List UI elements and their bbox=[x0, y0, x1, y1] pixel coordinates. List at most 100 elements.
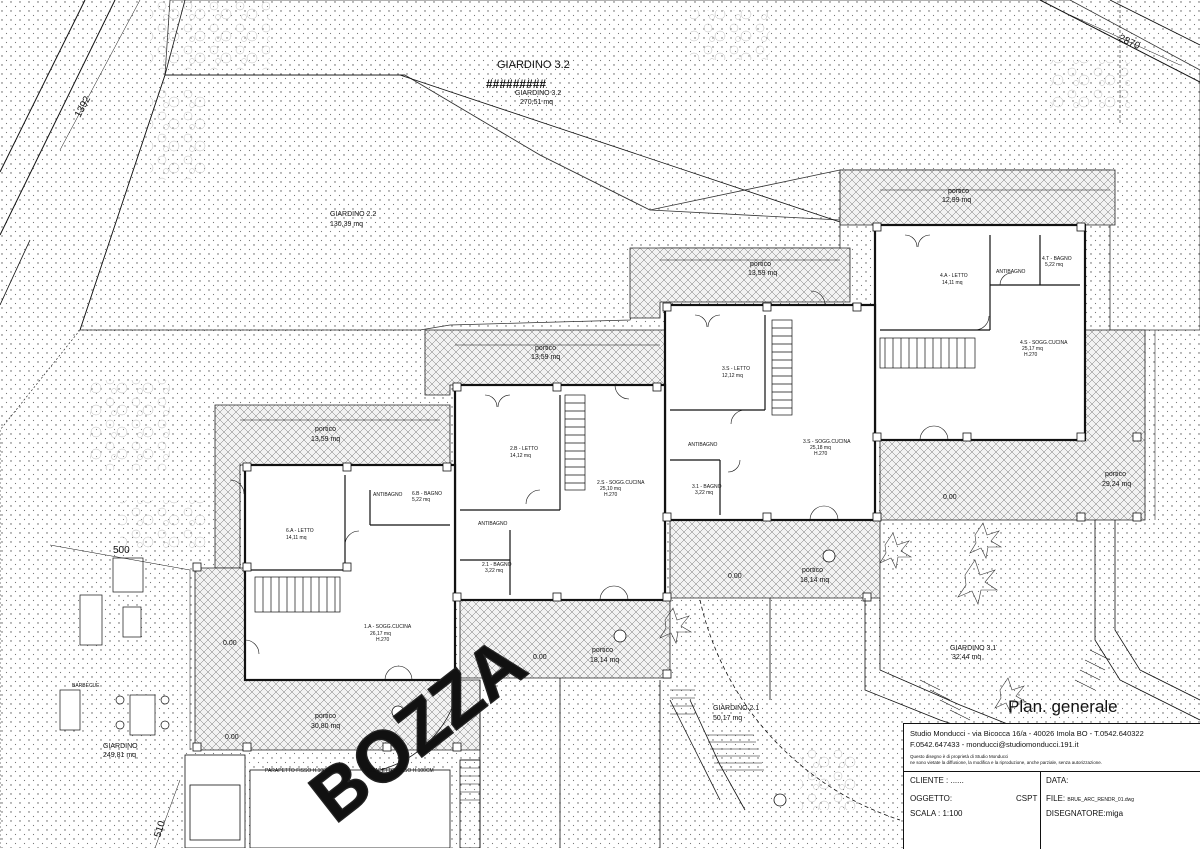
room-bagno-d: 4.T - BAGNO bbox=[1042, 256, 1072, 262]
room-soggiorno-b: 2.S - SOGG.CUCINA bbox=[597, 480, 645, 486]
dimension-510: 510 bbox=[152, 819, 168, 839]
height-d: H.270 bbox=[1024, 352, 1038, 358]
plan-title: Plan. generale bbox=[1008, 697, 1118, 716]
room-bagno-c: 3.1 - BAGNO bbox=[692, 484, 722, 490]
portico-2-area: 13,59 mq bbox=[748, 270, 777, 277]
room-soggiorno-a: 1.A - SOGG.CUCINA bbox=[364, 624, 412, 630]
title-grid: CLIENTE : ...... OGGETTO: CSPT SCALA : 1… bbox=[903, 771, 1200, 849]
copyright-note-2: ne sono vietate la diffusione, la modifi… bbox=[910, 760, 1103, 765]
ramp-steps bbox=[460, 649, 1111, 801]
garden-3-2-area: 270,51 mq bbox=[520, 99, 553, 106]
patio-furniture bbox=[59, 557, 170, 736]
interior-partitions bbox=[250, 235, 1080, 595]
designer-label: DISEGNATORE: bbox=[1046, 809, 1106, 818]
antibagno-b: ANTIBAGNO bbox=[478, 521, 508, 527]
title-grid-left: CLIENTE : ...... OGGETTO: CSPT SCALA : 1… bbox=[904, 772, 1041, 849]
bottom-structures bbox=[184, 754, 481, 848]
portico-6-area: 18,14 mq bbox=[800, 577, 829, 584]
title-block: Plan. generale Studio Monducci - via Bic… bbox=[903, 697, 1200, 849]
room-letto-b: 2.B - LETTO bbox=[510, 446, 538, 452]
building-walls bbox=[243, 223, 1087, 682]
portico-1-name: portico bbox=[948, 188, 969, 195]
garden-3-1-area: 32,44 mq bbox=[952, 654, 981, 661]
garden-2-1-area: 50,17 mq bbox=[713, 715, 742, 722]
garden-area: 249,81 mq bbox=[103, 752, 136, 759]
subject-value: CSPT bbox=[1016, 794, 1038, 803]
section-markers bbox=[391, 549, 836, 807]
garden-2-1-name: GIARDINO 2.1 bbox=[713, 705, 759, 712]
client-label: CLIENTE : bbox=[910, 776, 949, 785]
portico-8-area: 30,80 mq bbox=[311, 723, 340, 730]
file-label: FILE: bbox=[1046, 794, 1066, 803]
room-letto-b-area: 14,12 mq bbox=[510, 453, 531, 459]
door-swings bbox=[229, 234, 1013, 681]
portico-4-area: 13,59 mq bbox=[311, 436, 340, 443]
level-1: 0.00 bbox=[943, 494, 957, 501]
room-letto-d-area: 14,11 mq bbox=[942, 280, 963, 286]
level-3: 0.00 bbox=[533, 654, 547, 661]
room-letto-a-area: 14,11 mq bbox=[286, 535, 307, 541]
portico-5-name: portico bbox=[1105, 471, 1126, 478]
room-bagno-c-area: 3,22 mq bbox=[695, 490, 713, 496]
antibagno-d: ANTIBAGNO bbox=[996, 269, 1026, 275]
portico-7-area: 18,14 mq bbox=[590, 657, 619, 664]
garden-name: GIARDINO bbox=[103, 743, 138, 750]
stairs bbox=[254, 319, 976, 613]
garden-3-2-title: GIARDINO 3.2 bbox=[497, 59, 570, 71]
portico-1-area: 12,99 mq bbox=[942, 197, 971, 204]
column-markers bbox=[192, 222, 1142, 752]
tree-clusters bbox=[90, 0, 1130, 810]
height-a: H.270 bbox=[376, 637, 390, 643]
room-soggiorno-a-area: 26,17 mq bbox=[370, 631, 391, 637]
room-letto-a: 6.A - LETTO bbox=[286, 528, 314, 534]
room-letto-d: 4.A - LETTO bbox=[940, 273, 968, 279]
dimension-lines bbox=[49, 0, 1181, 848]
studio-line-2: F.0542.647433 - monducci@studiomonducci.… bbox=[910, 740, 1079, 749]
room-soggiorno-c-area: 25,18 mq bbox=[810, 445, 831, 451]
room-bagno-a: 6.B - BAGNO bbox=[412, 491, 442, 497]
studio-header: Studio Monducci - via Bicocca 16/a - 400… bbox=[903, 723, 1200, 772]
studio-line-1: Studio Monducci - via Bicocca 16/a - 400… bbox=[910, 729, 1144, 738]
room-letto-c: 3.S - LETTO bbox=[722, 366, 750, 372]
room-soggiorno-d-area: 25,17 mq bbox=[1022, 346, 1043, 352]
portico-3-name: portico bbox=[535, 345, 556, 352]
plants bbox=[659, 522, 1028, 714]
room-bagno-b: 2.1 - BAGNO bbox=[482, 562, 512, 568]
room-bagno-a-area: 5,22 mq bbox=[412, 497, 430, 503]
file-value: BRUE_ARC_RENDR_01.dwg bbox=[1067, 797, 1135, 803]
scale-value: : 1:100 bbox=[938, 809, 963, 818]
dimension-500: 500 bbox=[113, 545, 130, 556]
portico-6-name: portico bbox=[802, 567, 823, 574]
designer-value: miga bbox=[1105, 809, 1124, 818]
garden-3-1-name: GIARDINO 3.1 bbox=[950, 645, 996, 652]
antibagno-c: ANTIBAGNO bbox=[688, 442, 718, 448]
room-soggiorno-b-area: 25,10 mq bbox=[600, 486, 621, 492]
scale-label: SCALA bbox=[910, 809, 936, 818]
barbecue-label: BARBECUE bbox=[72, 683, 100, 689]
room-letto-c-area: 12,12 mq bbox=[722, 373, 743, 379]
level-2: 0.00 bbox=[728, 573, 742, 580]
portico-5-area: 29,24 mq bbox=[1102, 481, 1131, 488]
height-b: H.270 bbox=[604, 492, 618, 498]
portico-8-name: portico bbox=[315, 713, 336, 720]
height-c: H.270 bbox=[814, 451, 828, 457]
level-5: 0.00 bbox=[223, 640, 237, 647]
parapet-2: PARAPETTO FISSO H.100CM bbox=[365, 768, 434, 774]
portico-7-name: portico bbox=[592, 647, 613, 654]
garden-3-2-name: GIARDINO 3.2 bbox=[515, 90, 561, 97]
parapet-1: PARAPETTO FISSO H.100CM bbox=[265, 768, 334, 774]
garden-2-2-area: 130,39 mq bbox=[330, 221, 363, 228]
date-label: DATA: bbox=[1046, 776, 1069, 785]
room-bagno-d-area: 5,22 mq bbox=[1045, 262, 1063, 268]
portico-3-area: 13,59 mq bbox=[531, 354, 560, 361]
portico-4-name: portico bbox=[315, 426, 336, 433]
level-4: 0.00 bbox=[225, 734, 239, 741]
garden-2-2-name: GIARDINO 2.2 bbox=[330, 211, 376, 218]
room-bagno-b-area: 3,22 mq bbox=[485, 568, 503, 574]
labels: 1392 2870 500 510 GIARDINO 3.2 #########… bbox=[72, 33, 1142, 839]
room-soggiorno-c: 3.S - SOGG.CUCINA bbox=[803, 439, 851, 445]
room-soggiorno-d: 4.S - SOGG.CUCINA bbox=[1020, 340, 1068, 346]
antibagno-a: ANTIBAGNO bbox=[373, 492, 403, 498]
